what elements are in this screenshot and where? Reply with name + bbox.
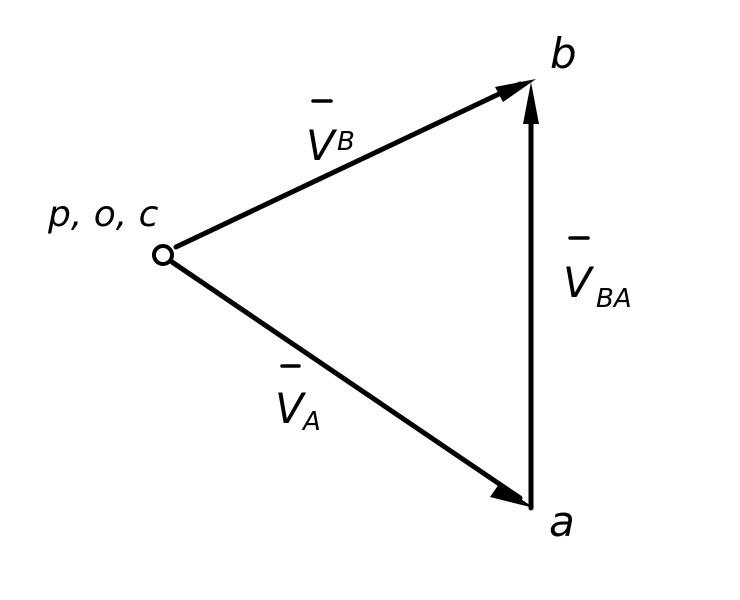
vector-va-line (169, 259, 523, 501)
vector-va-arrowhead (490, 484, 534, 508)
pole-label: p, o, c (47, 194, 159, 235)
vector-vb-line (173, 81, 523, 250)
vector-vb-arrowhead (495, 79, 536, 102)
vector-va: V A (169, 259, 534, 508)
vector-vb: V B (173, 79, 536, 250)
pole-point (152, 244, 174, 266)
vector-va-subscript: A (301, 407, 321, 437)
vector-vb-subscript: B (337, 127, 355, 157)
vector-vb-label: V (306, 121, 338, 170)
point-a-label: a (549, 497, 575, 546)
vector-vba-subscript: BA (596, 284, 632, 314)
point-b-label: b (550, 29, 577, 78)
vector-va-label: V (275, 384, 307, 433)
vector-vba-arrowhead (523, 82, 539, 124)
vector-vba-label: V (563, 258, 595, 307)
vector-vba: V BA (523, 82, 632, 511)
